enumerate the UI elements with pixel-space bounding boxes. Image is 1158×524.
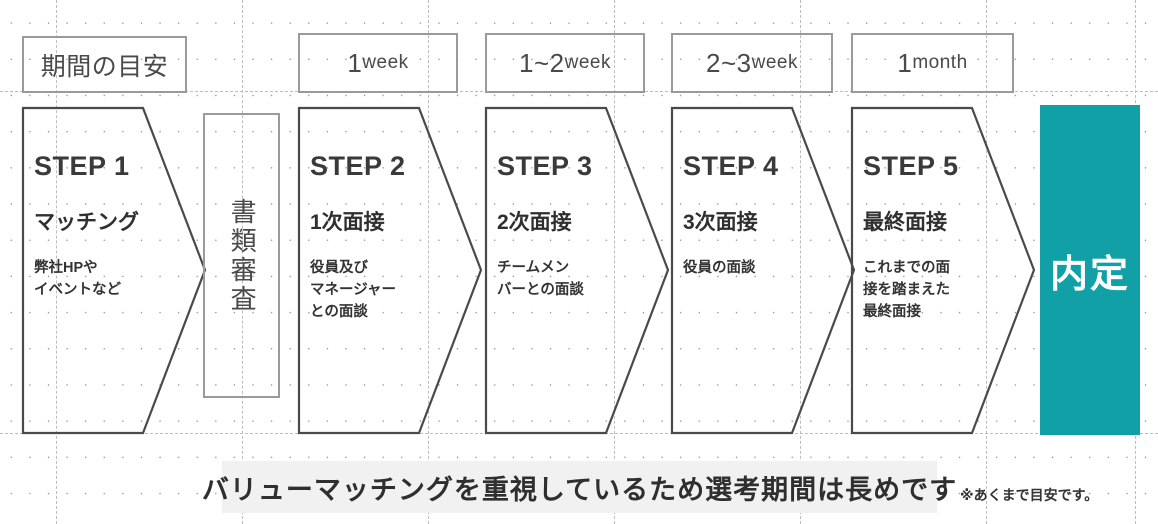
period-number: 1 bbox=[347, 47, 363, 78]
footer-banner: バリューマッチングを重視しているため選考期間は長めです bbox=[202, 461, 956, 513]
offer-label: 内定 bbox=[1049, 253, 1130, 296]
step-card-1[interactable]: STEP 1 マッチング 弊社HPや イベントなど bbox=[21, 106, 222, 435]
period-unit: week bbox=[751, 52, 798, 73]
period-label-text: 期間の目安 bbox=[40, 52, 169, 81]
step-content-5: STEP 5 最終面接 これまでの面 接を踏まえた 最終面接 bbox=[863, 153, 1013, 324]
period-unit: week bbox=[564, 52, 611, 73]
period-chip-step4: 2~3 week bbox=[671, 33, 833, 93]
step-content-2: STEP 2 1次面接 役員及び マネージャー との面談 bbox=[310, 153, 460, 324]
step-card-2[interactable]: STEP 2 1次面接 役員及び マネージャー との面談 bbox=[297, 106, 498, 435]
period-chip-step3: 1~2 week bbox=[485, 33, 645, 93]
step-card-5[interactable]: STEP 5 最終面接 これまでの面 接を踏まえた 最終面接 bbox=[850, 106, 1051, 435]
step-content-4: STEP 4 3次面接 役員の面談 bbox=[683, 153, 833, 280]
step-card-4[interactable]: STEP 4 3次面接 役員の面談 bbox=[670, 106, 871, 435]
step-description: チームメン バーとの面談 bbox=[497, 260, 584, 298]
period-chip-step5: 1 month bbox=[851, 33, 1014, 93]
period-unit: month bbox=[912, 52, 968, 73]
step-number-label: STEP 1 bbox=[34, 151, 130, 181]
footer-note: ※あくまで目安です。 bbox=[960, 487, 1099, 503]
period-number: 2~3 bbox=[706, 47, 752, 78]
chevron-shape-icon bbox=[297, 106, 483, 435]
period-chip-step2: 1 week bbox=[298, 33, 458, 93]
footer-banner-text: バリューマッチングを重視しているため選考期間は長めです bbox=[201, 474, 958, 505]
document-screening-box: 書類審査 bbox=[203, 113, 280, 398]
step-description: 弊社HPや イベントなど bbox=[34, 260, 121, 298]
step-card-3[interactable]: STEP 3 2次面接 チームメン バーとの面談 bbox=[484, 106, 685, 435]
step-description: これまでの面 接を踏まえた 最終面接 bbox=[863, 260, 950, 320]
period-label-chip: 期間の目安 bbox=[22, 36, 187, 93]
chevron-shape-icon bbox=[484, 106, 670, 435]
step-description: 役員の面談 bbox=[683, 260, 756, 277]
step-title-label: 最終面接 bbox=[863, 211, 947, 234]
step-title-label: マッチング bbox=[34, 211, 139, 234]
chevron-shape-icon bbox=[850, 106, 1036, 435]
step-title-label: 3次面接 bbox=[683, 211, 758, 234]
chevron-shape-icon bbox=[21, 106, 207, 435]
period-number: 1 bbox=[897, 47, 913, 78]
step-title-label: 2次面接 bbox=[497, 211, 572, 234]
period-number: 1~2 bbox=[519, 47, 565, 78]
period-unit: week bbox=[362, 52, 409, 73]
step-description: 役員及び マネージャー との面談 bbox=[310, 260, 396, 320]
chevron-shape-icon bbox=[670, 106, 856, 435]
step-number-label: STEP 5 bbox=[863, 151, 959, 181]
step-number-label: STEP 4 bbox=[683, 151, 779, 181]
offer-panel[interactable]: 内定 bbox=[1040, 105, 1140, 435]
step-title-label: 1次面接 bbox=[310, 211, 385, 234]
step-number-label: STEP 2 bbox=[310, 151, 406, 181]
document-screening-label: 書類審査 bbox=[227, 197, 258, 314]
step-number-label: STEP 3 bbox=[497, 151, 593, 181]
step-content-3: STEP 3 2次面接 チームメン バーとの面談 bbox=[497, 153, 647, 302]
step-content-1: STEP 1 マッチング 弊社HPや イベントなど bbox=[34, 153, 184, 302]
